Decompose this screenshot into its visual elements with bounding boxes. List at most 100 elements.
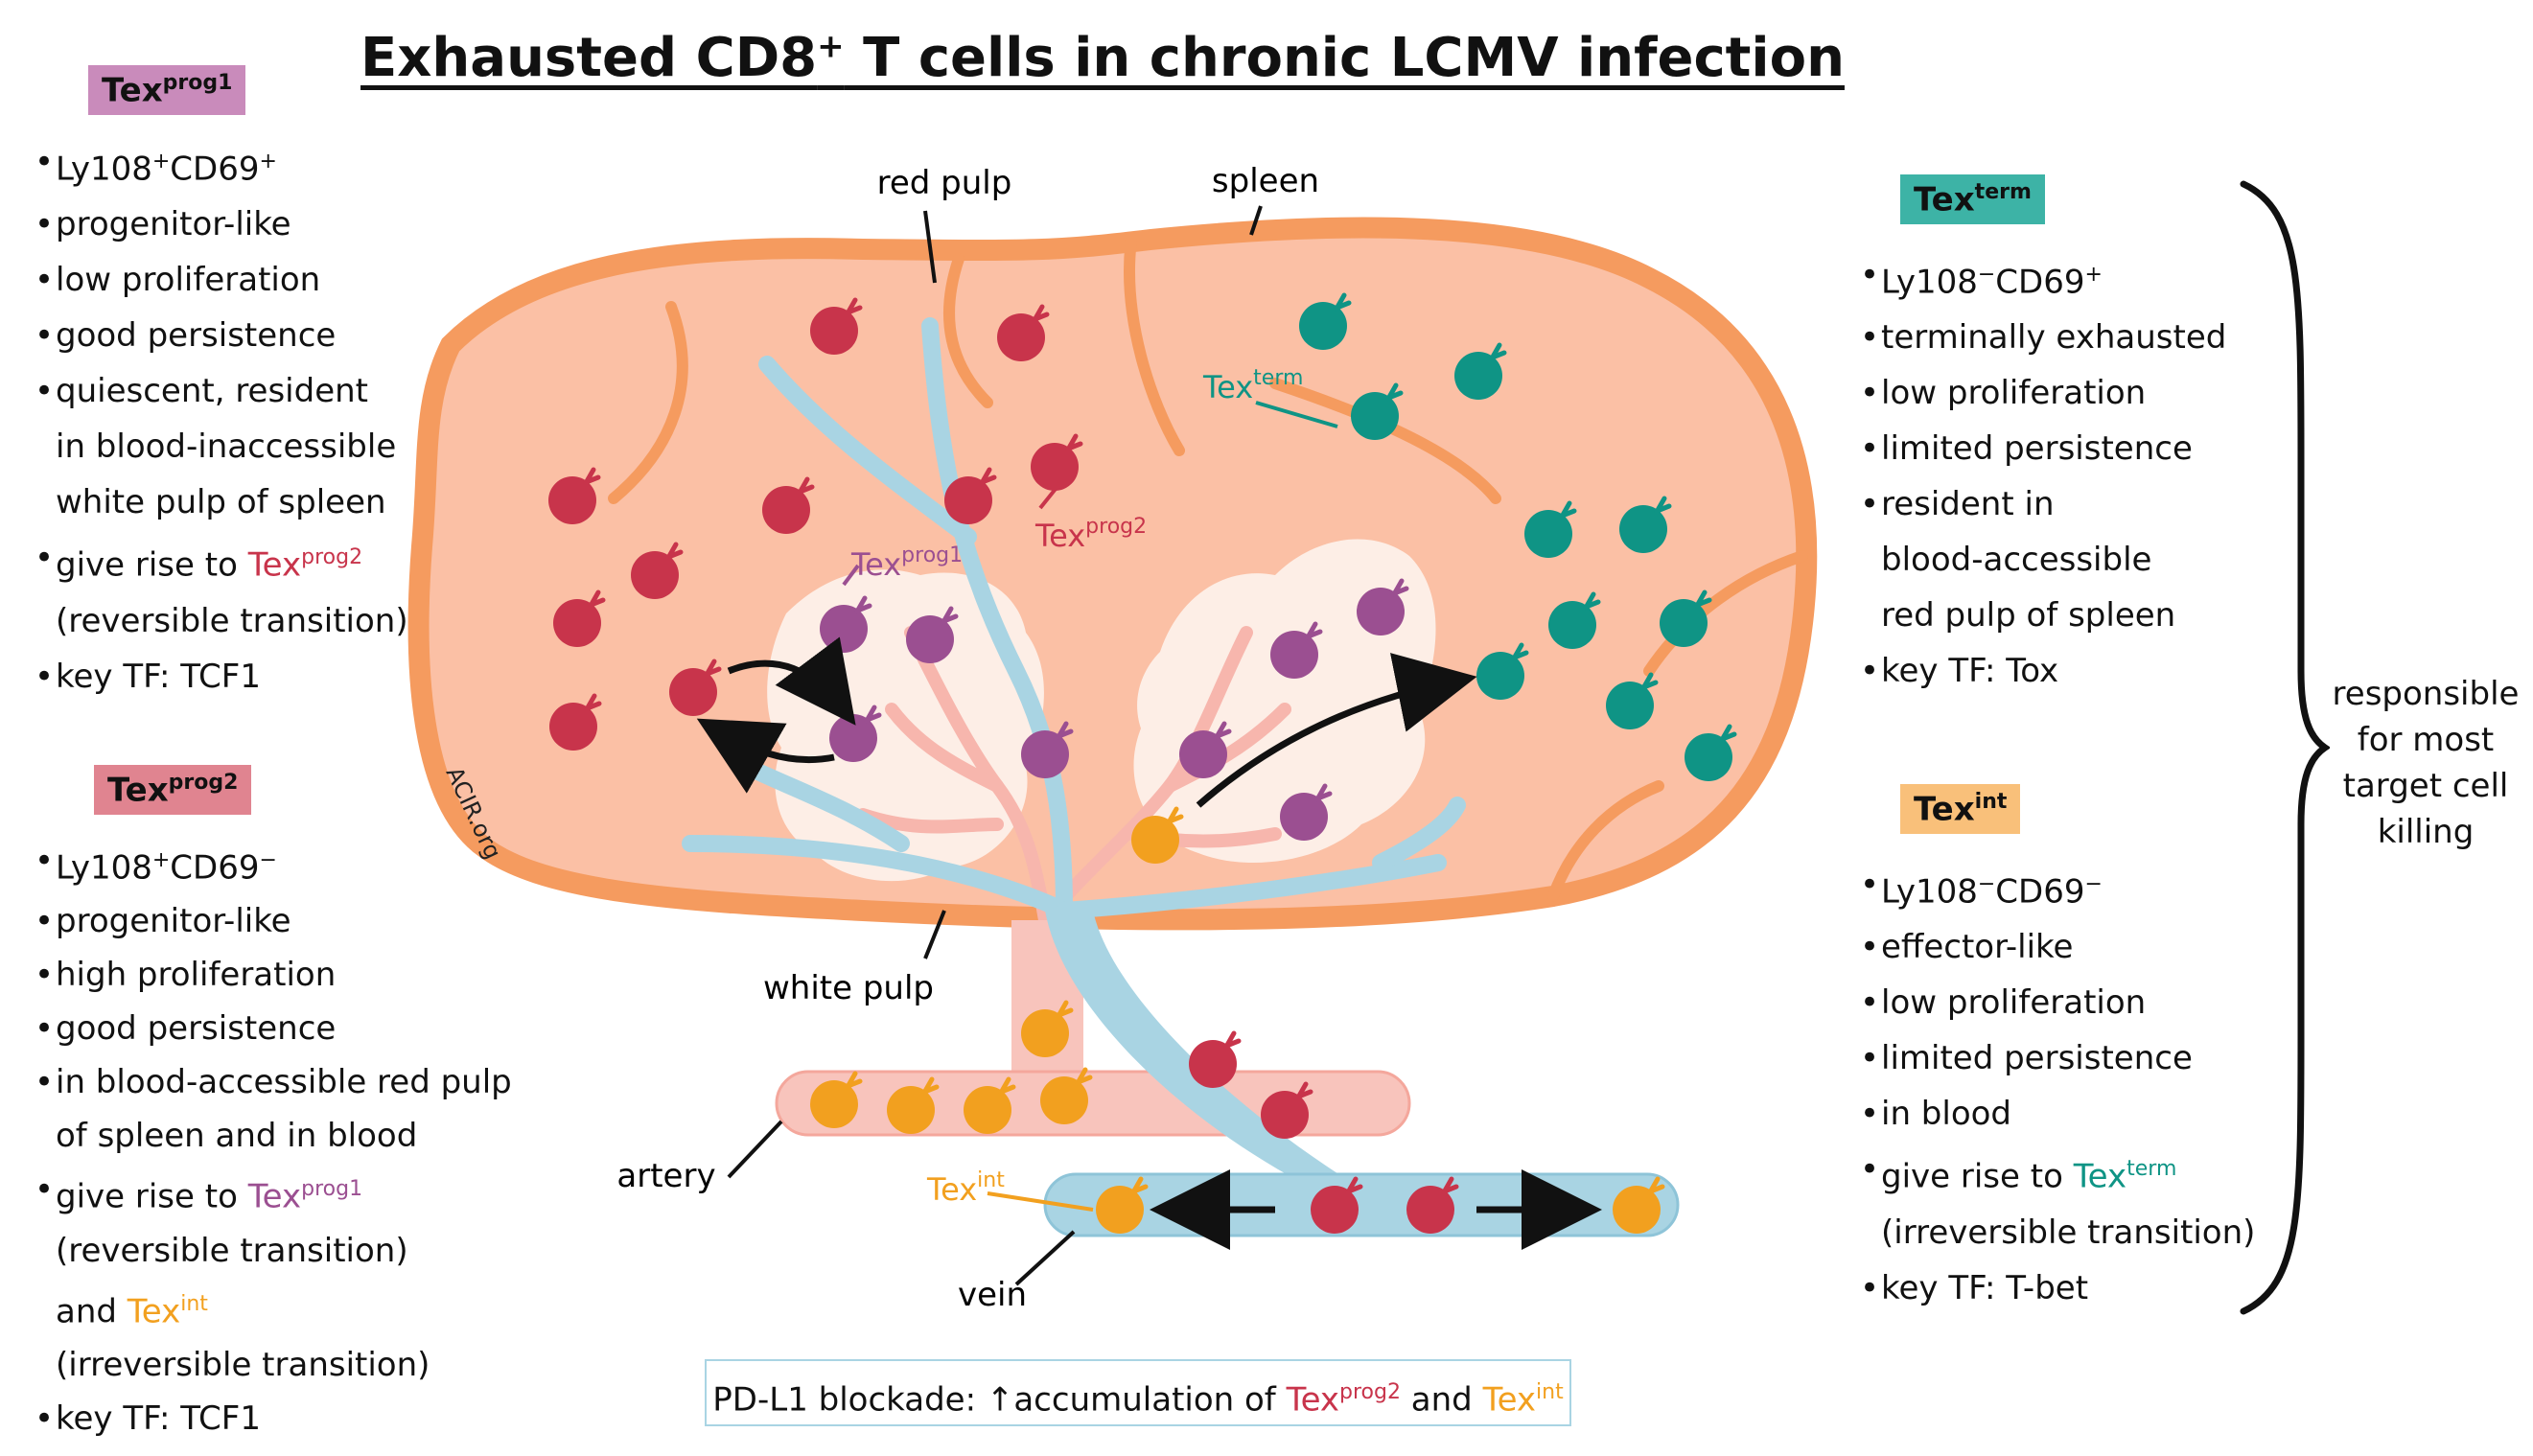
- cell-int: [1131, 806, 1184, 864]
- tcr-receptor: [854, 595, 872, 614]
- list-item: high proliferation: [35, 948, 512, 1002]
- cell-body: [553, 599, 601, 647]
- tcr-receptor: [845, 297, 863, 316]
- list-item: key TF: TCF1: [35, 649, 408, 705]
- cell-int: [1096, 1176, 1149, 1234]
- list-item: red pulp of spleen: [1881, 596, 2176, 636]
- tcr-receptor: [1694, 589, 1712, 609]
- tcr-receptor: [588, 589, 606, 609]
- list-item: give rise to Texprog2: [35, 530, 408, 592]
- tcr-receptor: [1334, 292, 1352, 312]
- tcr-receptor: [1640, 672, 1659, 691]
- trabeculae: [608, 234, 1808, 902]
- cell-body: [1040, 1076, 1088, 1124]
- arrow-int-to-term: [1196, 653, 1477, 808]
- cell-body: [1660, 599, 1708, 647]
- tcr-receptor: [1295, 1081, 1313, 1100]
- tex-prog1-properties: Ly108+CD69+ progenitor-like low prolifer…: [35, 134, 408, 705]
- cell-body: [1351, 392, 1399, 440]
- cell-int: [887, 1076, 940, 1134]
- arrow-prog2-to-prog1: [727, 636, 856, 726]
- cell-body: [829, 714, 877, 762]
- cell-int: [1613, 1176, 1665, 1234]
- label-tex-prog1: Texprog1: [850, 543, 963, 583]
- cells: [548, 292, 1737, 1234]
- list-item: (reversible transition): [56, 1231, 408, 1270]
- cell-body: [1311, 1186, 1359, 1234]
- list-item: (irreversible transition): [56, 1345, 430, 1384]
- cell-prog2: [1261, 1081, 1313, 1139]
- tcr-receptor: [1130, 1176, 1149, 1195]
- cell-term: [1619, 496, 1672, 553]
- cell-body: [1021, 730, 1069, 778]
- cell-prog2: [810, 297, 863, 355]
- leader-lines: [727, 205, 1263, 1286]
- tcr-receptor: [1305, 621, 1323, 640]
- list-item: in blood-inaccessible: [56, 428, 397, 467]
- cell-int: [1040, 1067, 1093, 1124]
- tcr-receptor: [845, 1071, 863, 1090]
- list-item: progenitor-like: [35, 894, 512, 948]
- cell-body: [1606, 682, 1654, 729]
- list-item: key TF: T-bet: [1860, 1260, 2255, 1316]
- cell-body: [1131, 816, 1179, 864]
- list-item: Ly108+CD69−: [35, 834, 512, 894]
- tex-prog2-badge: Texprog2: [94, 765, 252, 816]
- cell-prog2: [669, 659, 722, 716]
- label-spleen: spleen: [1212, 162, 1319, 200]
- tcr-receptor: [797, 476, 815, 496]
- cell-int: [810, 1071, 863, 1128]
- cell-term: [1454, 342, 1507, 400]
- right-brace: [2240, 180, 2330, 1315]
- tcr-receptor: [1441, 1176, 1459, 1195]
- list-item: in blood: [1860, 1086, 2255, 1142]
- tcr-receptor: [864, 705, 882, 724]
- list-item: limited persistence: [1860, 421, 2226, 476]
- cell-body: [1261, 1091, 1309, 1139]
- tex-prog2-properties: Ly108+CD69− progenitor-like high prolife…: [35, 834, 512, 1445]
- cell-body: [1685, 733, 1732, 781]
- label-vein: vein: [958, 1276, 1027, 1314]
- tcr-receptor: [1559, 500, 1577, 520]
- prog2-leader: [1038, 482, 1061, 510]
- cell-body: [820, 605, 868, 653]
- list-item: in blood-accessible red pulp: [35, 1055, 512, 1109]
- cell-body: [887, 1086, 935, 1134]
- tex-prog1-badge: Texprog1: [88, 65, 246, 116]
- cell-prog2: [1189, 1030, 1242, 1088]
- label-red-pulp: red pulp: [877, 164, 1012, 202]
- cell-term: [1660, 589, 1712, 647]
- cell-body: [762, 486, 810, 534]
- list-item: white pulp of spleen: [56, 483, 386, 522]
- list-item: blood-accessible: [1881, 541, 2152, 580]
- cell-term: [1685, 724, 1737, 781]
- tcr-receptor: [1056, 1000, 1074, 1019]
- cell-body: [1476, 652, 1524, 700]
- cell-body: [1031, 443, 1079, 491]
- tcr-receptor: [1314, 783, 1333, 802]
- tcr-receptor: [1075, 1067, 1093, 1086]
- list-item: good persistence: [35, 308, 408, 363]
- list-item: good persistence: [35, 1002, 512, 1055]
- cell-body: [997, 313, 1045, 361]
- cell-term: [1351, 382, 1404, 440]
- tcr-receptor: [1391, 578, 1409, 597]
- tcr-receptor: [704, 659, 722, 678]
- list-item: progenitor-like: [35, 196, 408, 252]
- cell-prog1: [1179, 721, 1232, 778]
- list-item: resident in: [1860, 476, 2226, 532]
- tex-int-badge: Texint: [1900, 784, 2021, 835]
- list-item: give rise to Texprog1: [35, 1163, 512, 1223]
- list-item: quiescent, resident: [35, 363, 408, 419]
- cell-prog2: [944, 467, 997, 524]
- cell-body: [1299, 302, 1347, 350]
- cell-prog2: [997, 304, 1050, 361]
- cell-term: [1476, 642, 1529, 700]
- tcr-receptor: [1032, 304, 1050, 323]
- list-item: terminally exhausted: [1860, 310, 2226, 365]
- list-item: low proliferation: [1860, 975, 2255, 1030]
- list-item: Ly108−CD69+: [1860, 247, 2226, 310]
- cell-body: [1454, 352, 1502, 400]
- cell-body: [1270, 631, 1318, 679]
